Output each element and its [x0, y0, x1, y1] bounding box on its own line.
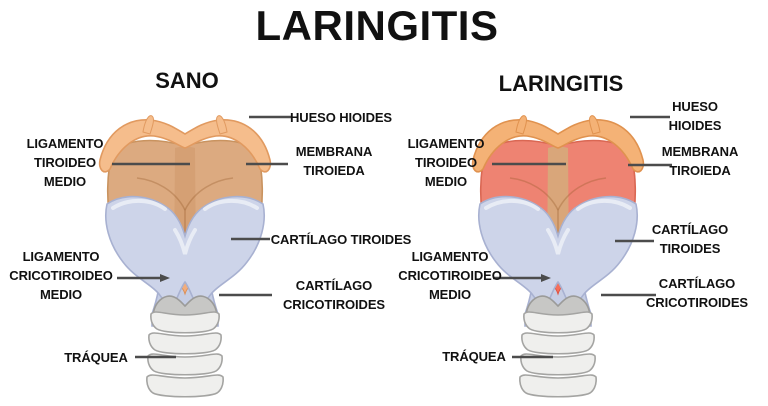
- cartilage-highlight: [173, 228, 197, 255]
- label-membrana-tiroieda-sano: MEMBRANA TIROIEDA: [295, 144, 373, 178]
- trachea-ring: [519, 374, 597, 398]
- hyoid-horn: [142, 115, 154, 135]
- label-membrana-tiroieda-laringitis: MEMBRANA TIROIEDA: [661, 144, 739, 178]
- label-ligamento-tiroideo-medio-sano: LIGAMENTO TIROIDEO MEDIO: [26, 136, 104, 189]
- trachea-ring: [148, 332, 222, 355]
- thyroid-cartilage-shape: [477, 195, 639, 316]
- cartilage-highlight: [484, 199, 540, 211]
- membrane-seam-line: [557, 177, 607, 211]
- hyoid-bone-shape: [471, 119, 645, 173]
- label-cartilago-tiroides-sano: CARTÍLAGO TIROIDES: [270, 232, 412, 247]
- trachea-ring: [150, 311, 220, 334]
- label-ligamento-cricotiroideo-medio-sano: LIGAMENTO CRICOTIROIDEO MEDIO: [9, 249, 113, 302]
- label-ligamento-tiroideo-medio-laringitis: LIGAMENTO TIROIDEO MEDIO: [407, 136, 485, 189]
- cartilage-highlight: [111, 199, 167, 211]
- cartilage-highlight: [546, 228, 570, 255]
- label-cartilago-cricotiroides-sano: CARTÍLAGO CRICOTIROIDES: [283, 278, 385, 312]
- cartilage-highlight: [203, 199, 259, 211]
- trachea-ring: [146, 374, 224, 398]
- label-hueso-hioides-sano: HUESO HIOIDES: [290, 110, 392, 125]
- diagram-heading-laringitis: LARINGITIS: [498, 71, 624, 96]
- label-cartilago-tiroides-laringitis: CARTÍLAGO TIROIDES: [651, 222, 729, 256]
- label-traquea-sano: TRÁQUEA: [64, 350, 128, 365]
- label-hueso-hioides-laringitis: HUESO HIOIDES: [668, 99, 722, 133]
- hyoid-horn: [515, 115, 527, 135]
- membrane-seam-line: [136, 177, 186, 211]
- membrane-seam-line: [509, 177, 559, 211]
- membrane-seam-line: [184, 177, 234, 211]
- label-ligamento-cricotiroideo-medio-laringitis: LIGAMENTO CRICOTIROIDEO MEDIO: [398, 249, 502, 302]
- trachea-ring: [147, 353, 223, 376]
- trachea-ring: [523, 311, 593, 334]
- trachea-ring: [520, 353, 596, 376]
- trachea-ring: [521, 332, 595, 355]
- hyoid-horn: [589, 115, 601, 135]
- hyoid-horn: [216, 115, 228, 135]
- hyoid-bone-shape: [98, 119, 272, 173]
- label-cartilago-cricotiroides-laringitis: CARTÍLAGO CRICOTIROIDES: [646, 276, 748, 310]
- cartilage-highlight: [576, 199, 632, 211]
- page-title: LARINGITIS: [255, 2, 499, 49]
- thyroid-cartilage-shape: [104, 195, 266, 316]
- diagram-heading-sano: SANO: [155, 68, 219, 93]
- label-traquea-laringitis: TRÁQUEA: [442, 349, 506, 364]
- larynx-illustration-healthy: [98, 115, 272, 398]
- larynx-illustration-laryngitis: [471, 115, 645, 398]
